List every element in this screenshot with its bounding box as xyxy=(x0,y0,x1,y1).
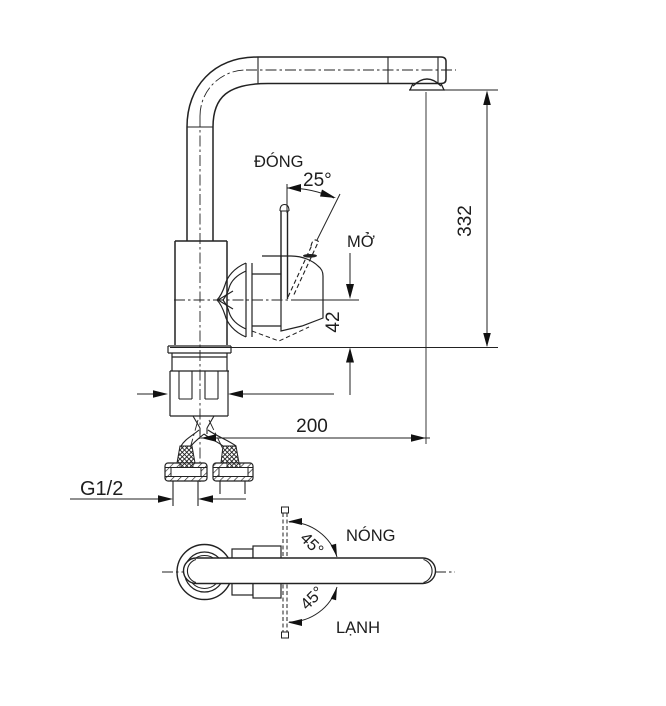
dimension-height-332: 332 xyxy=(443,89,498,347)
arrowhead-right xyxy=(158,495,173,503)
bend-centerline xyxy=(199,69,247,117)
hose-nut-left xyxy=(164,462,208,482)
open-position-extension xyxy=(316,193,341,241)
hose-tails xyxy=(172,481,246,506)
spout-lever-capsule xyxy=(182,557,437,585)
nozzle-dome xyxy=(412,78,442,87)
cone-apex xyxy=(217,290,234,310)
capsule-left-cap-line xyxy=(186,558,197,584)
plane-end-marker-top xyxy=(281,506,289,514)
dimension-reach-200: 200 xyxy=(201,92,430,444)
centerlines xyxy=(174,69,456,482)
label-hot: NÓNG xyxy=(346,526,396,545)
pipe-inner-edge xyxy=(212,82,441,241)
arrowhead xyxy=(287,184,301,192)
arrowhead-up xyxy=(346,347,354,363)
arrowhead xyxy=(330,587,337,601)
cartridge-lines xyxy=(252,273,281,327)
nozzle-outlet xyxy=(409,83,445,91)
dimension-angle-25: ĐÓNG 25° xyxy=(254,152,341,241)
dim-42-value: 42 xyxy=(323,311,344,332)
arrowhead-right xyxy=(153,390,168,398)
arrowhead-right xyxy=(411,434,426,442)
handle-closed xyxy=(279,203,290,299)
dimension-42: 42 xyxy=(300,299,359,395)
pipe-outer-edge xyxy=(186,56,447,241)
shank-slots xyxy=(178,371,219,400)
outlet-funnel xyxy=(192,415,215,434)
ferrule-left xyxy=(176,445,196,464)
hose-nut-right xyxy=(212,462,254,482)
lever-closed-bar xyxy=(280,211,289,299)
label-cold: LẠNH xyxy=(336,619,380,637)
dim-332-value: 332 xyxy=(455,205,476,237)
thread-size-value: G1/2 xyxy=(80,478,123,500)
base-ring xyxy=(170,353,229,372)
arrowhead-left xyxy=(228,390,243,398)
spout-nozzle xyxy=(409,78,445,91)
dimension-shank-width xyxy=(137,390,334,398)
lever-open-bar xyxy=(287,242,319,298)
dim-200-value: 200 xyxy=(296,416,328,437)
arrowhead-left xyxy=(201,434,216,442)
mounting-shank xyxy=(167,345,232,434)
hose-left xyxy=(180,429,205,447)
label-open: MỞ xyxy=(347,232,375,251)
side-view: ĐÓNG 25° MỞ 42 332 xyxy=(70,56,498,506)
arrowhead xyxy=(288,518,302,525)
label-open-pointer: MỞ xyxy=(346,232,375,299)
cone-inner xyxy=(222,270,247,330)
valve-cartridge xyxy=(216,254,324,342)
arrowhead xyxy=(320,189,336,198)
plane-end-marker-bottom xyxy=(281,631,289,639)
arrowhead-up xyxy=(483,90,491,105)
dimension-g12: G1/2 xyxy=(70,478,246,503)
handle-open-dashed xyxy=(287,239,320,298)
housing-open-position-dashed xyxy=(251,326,310,342)
label-closed: ĐÓNG xyxy=(254,152,304,171)
handle-housing xyxy=(262,255,324,332)
arrowhead xyxy=(288,619,302,626)
base-flange xyxy=(167,345,232,354)
supply-hoses xyxy=(164,429,254,506)
angle-value: 25° xyxy=(303,170,332,191)
lever-open-cap xyxy=(310,239,320,247)
arrowhead-left xyxy=(198,495,213,503)
shank-body xyxy=(169,371,229,417)
top-view: 45° NÓNG 45° LẠNH xyxy=(162,506,455,639)
ferrule-right xyxy=(220,445,240,464)
arrowhead-down xyxy=(346,284,354,299)
cartridge-ring xyxy=(245,263,253,337)
pipe-seam-lines xyxy=(187,57,439,128)
lever-slot xyxy=(303,254,317,258)
arrowhead-down xyxy=(483,333,491,347)
arrowhead xyxy=(330,543,337,557)
faucet-spout-outline xyxy=(186,56,447,241)
capsule-right-cap-line xyxy=(423,558,433,584)
cone-outer xyxy=(216,262,247,338)
